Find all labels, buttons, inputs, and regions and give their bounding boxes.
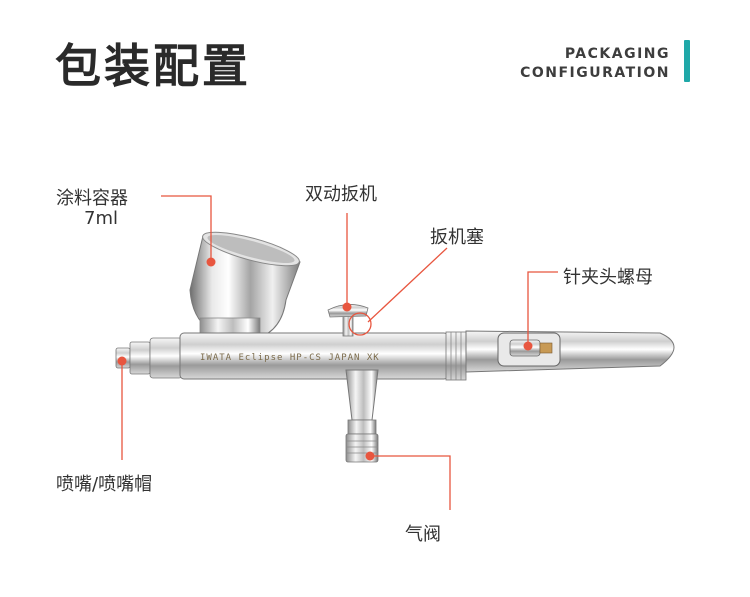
air-valve — [345, 369, 379, 463]
label-paint-cup: 涂料容器 — [56, 188, 128, 209]
label-paint-cup-volume: 7ml — [84, 208, 118, 229]
callout-line-paint-cup — [161, 195, 212, 262]
callout-dot-air-valve — [365, 451, 375, 461]
subtitle-line-2: CONFIGURATION — [520, 65, 670, 81]
label-needle-chuck-nut: 针夹头螺母 — [563, 267, 653, 288]
callout-line-trigger-stop — [367, 247, 448, 323]
callout-ring-trigger-stop — [348, 312, 372, 336]
page-subtitle: PACKAGING CONFIGURATION — [520, 45, 670, 83]
label-air-valve: 气阀 — [405, 524, 441, 545]
label-trigger-stop: 扳机塞 — [430, 227, 484, 248]
accent-bar — [684, 40, 690, 82]
callout-dot-nozzle — [117, 356, 127, 366]
callout-dot-paint-cup — [206, 257, 216, 267]
page-title: 包装配置 — [55, 39, 251, 93]
callout-lines — [121, 195, 558, 510]
callout-line-air-valve — [370, 455, 451, 510]
subtitle-line-1: PACKAGING — [564, 46, 670, 62]
paint-cup — [189, 231, 301, 339]
callout-line-needle-chuck — [527, 271, 558, 344]
callout-dots — [117, 257, 533, 461]
airbrush-body: IWATA Eclipse HP-CS JAPAN XK — [115, 330, 675, 381]
label-nozzle: 喷嘴/喷嘴帽 — [56, 474, 153, 495]
label-trigger: 双动扳机 — [305, 184, 377, 205]
callout-dot-trigger — [342, 302, 352, 312]
engraving-text: IWATA Eclipse HP-CS JAPAN XK — [200, 353, 380, 363]
callout-dot-needle-chuck — [523, 341, 533, 351]
